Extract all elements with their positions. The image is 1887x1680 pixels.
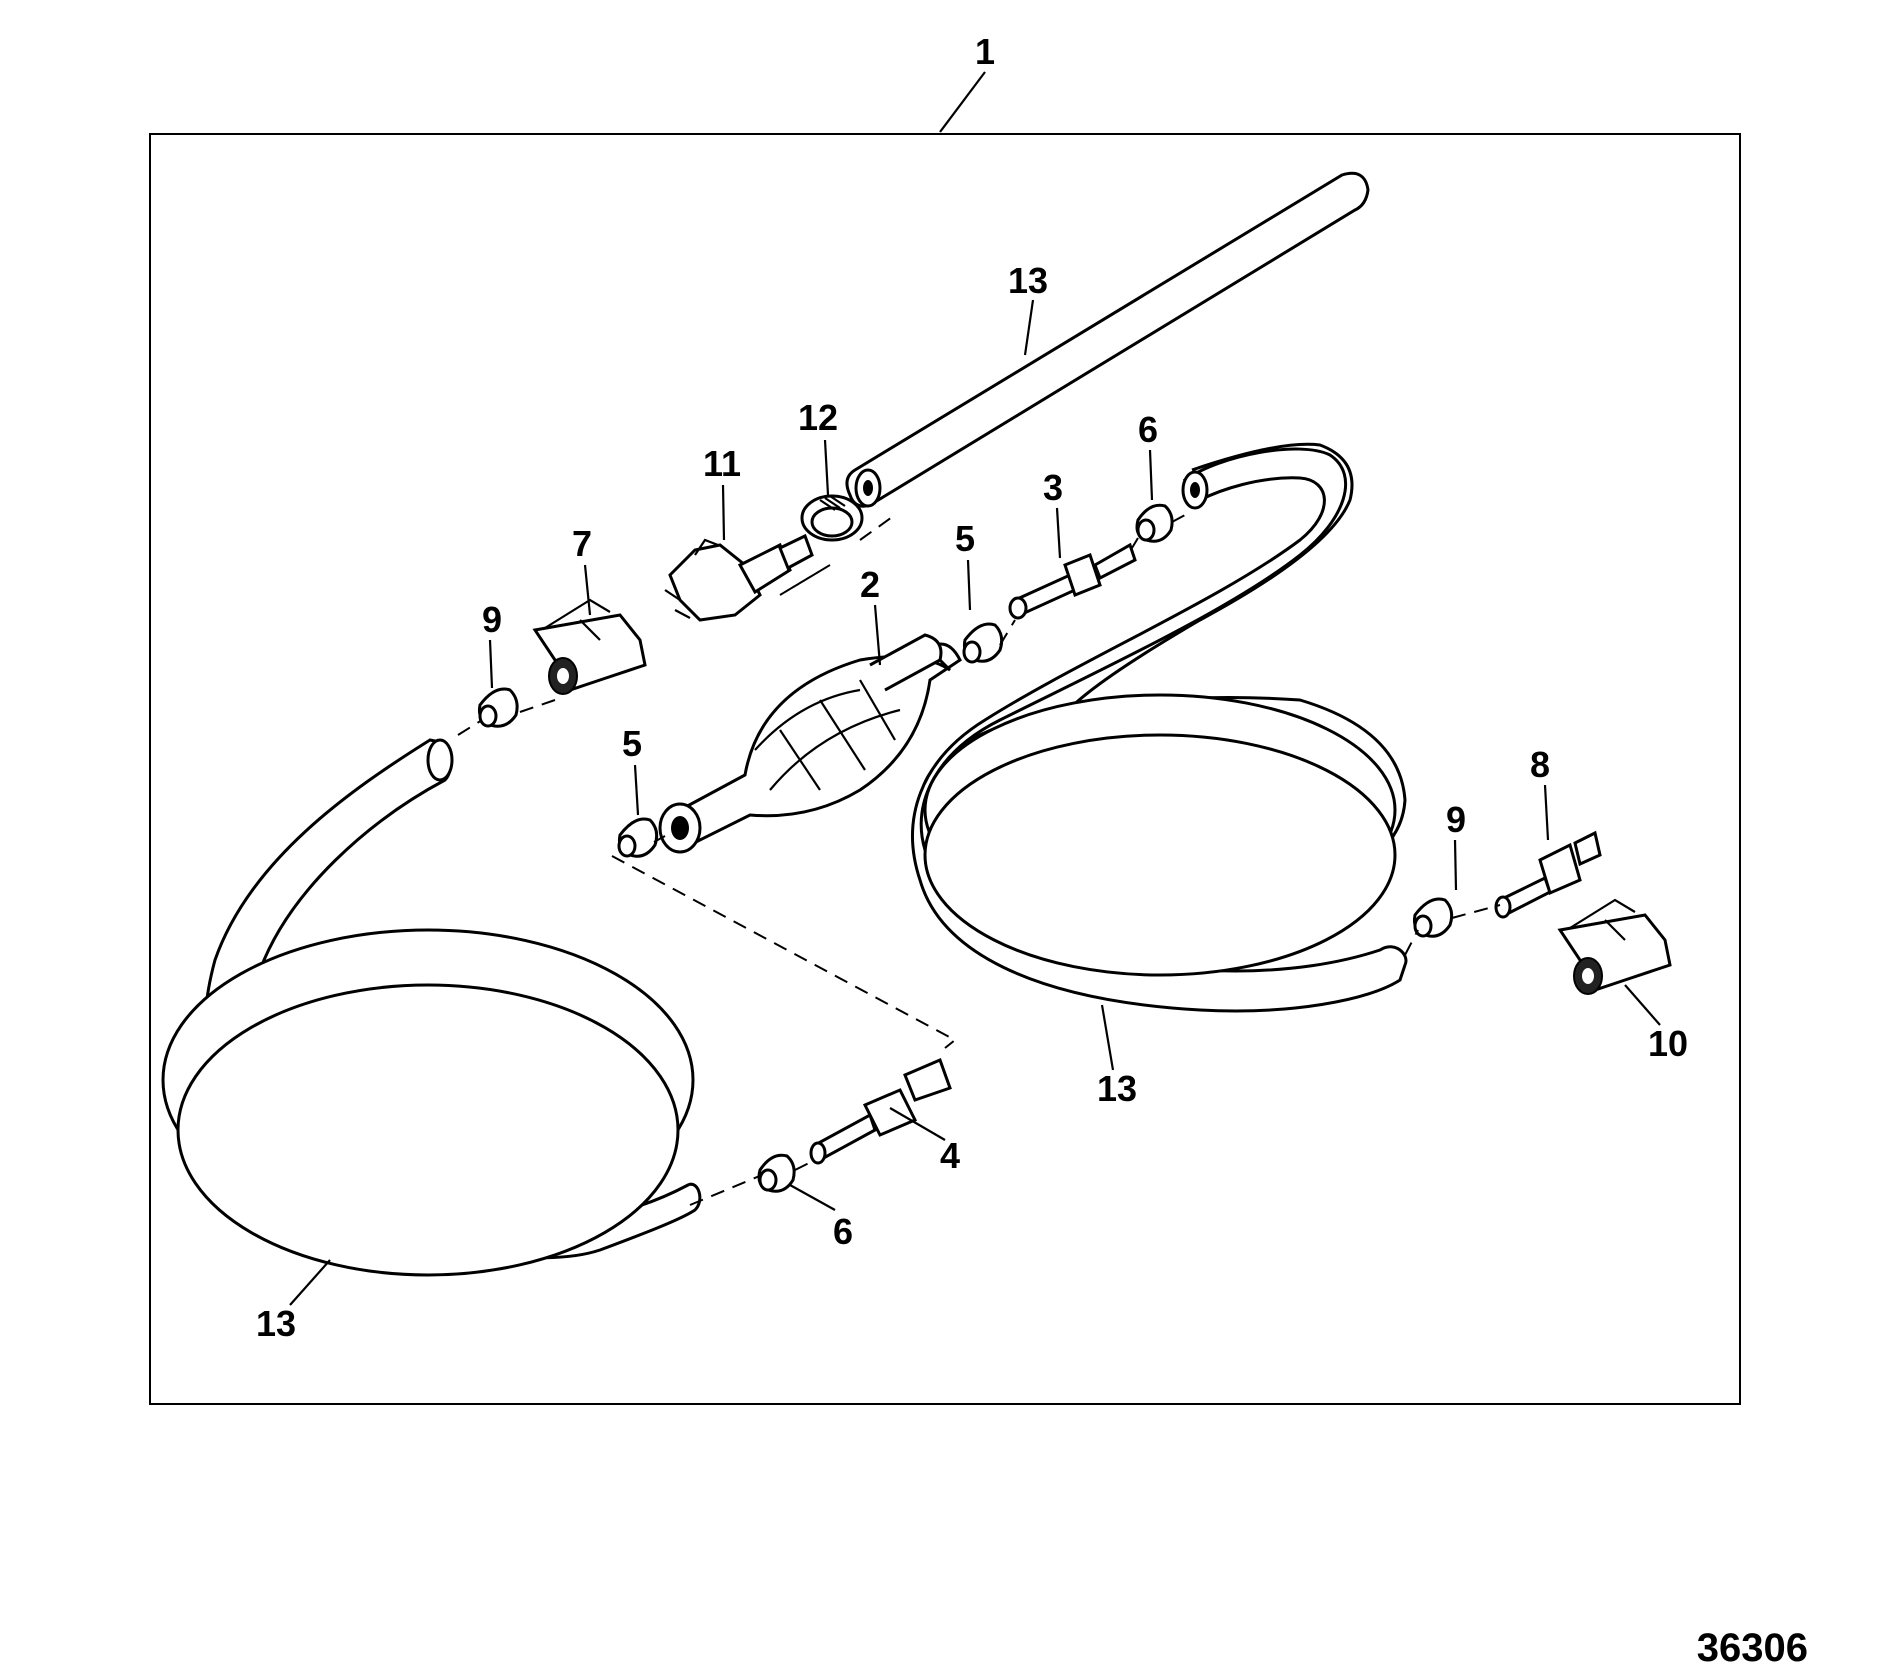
leader-line-5-top <box>966 559 972 611</box>
fitting-8 <box>1494 830 1602 919</box>
callout-13-left: 13 <box>256 1303 296 1344</box>
diagram-frame <box>149 133 1741 1405</box>
leader-line-9-right <box>1453 839 1458 891</box>
leader-line-11 <box>721 484 726 541</box>
leader-line-6-top <box>1148 449 1154 501</box>
callout-13-top: 13 <box>1008 260 1048 301</box>
primer-bulb <box>658 633 962 854</box>
callout-5-top: 5 <box>955 518 975 559</box>
callout-2: 2 <box>860 564 880 605</box>
leader-line-8 <box>1543 784 1550 841</box>
callout-4: 4 <box>940 1135 960 1176</box>
callout-6-bottom: 6 <box>833 1211 853 1252</box>
leader-line-13-top <box>1023 299 1035 356</box>
leader-line-5-bottom <box>633 764 640 816</box>
callout-5-bottom: 5 <box>622 723 642 764</box>
leader-line-12 <box>823 439 830 496</box>
leader-line-3 <box>1055 507 1062 559</box>
hose-coil-left-13 <box>161 738 702 1277</box>
figure-number: 36306 <box>1697 1626 1808 1670</box>
clamp-9-right <box>1413 897 1454 938</box>
callout-3: 3 <box>1043 467 1063 508</box>
callout-12: 12 <box>798 397 838 438</box>
leader-line-9-left <box>488 639 494 689</box>
leader-line-6-bottom <box>789 1184 836 1211</box>
callout-13-right: 13 <box>1097 1068 1137 1109</box>
hose-coil-right-13 <box>911 442 1408 1013</box>
fitting-4 <box>809 1057 952 1165</box>
callout-8: 8 <box>1530 744 1550 785</box>
callout-7: 7 <box>572 523 592 564</box>
leader-line-2 <box>873 604 882 666</box>
leader-line-7 <box>583 564 592 616</box>
clamp-6-top <box>1135 503 1174 543</box>
clamp-6-bottom <box>757 1153 796 1193</box>
leader-line-10 <box>1624 984 1661 1026</box>
callout-6-top: 6 <box>1138 409 1158 450</box>
callout-11: 11 <box>703 443 741 484</box>
callout-9-right: 9 <box>1446 799 1466 840</box>
leader-line-1 <box>939 71 986 133</box>
callout-10: 10 <box>1648 1023 1688 1064</box>
leader-line-13-left <box>289 1259 331 1306</box>
callout-9-left: 9 <box>482 599 502 640</box>
assembly-dashed-lines <box>457 514 1501 1206</box>
clamp-5-bottom <box>617 817 659 858</box>
clamp-9-left <box>478 687 519 728</box>
leader-line-13-right <box>1100 1004 1115 1071</box>
connector-10 <box>1557 898 1672 995</box>
hose-clamp-12 <box>800 494 864 542</box>
clamp-5-top <box>962 622 1004 664</box>
hose-straight-13 <box>845 171 1370 508</box>
valve-11 <box>664 533 814 622</box>
leader-line-4 <box>889 1107 946 1141</box>
fitting-3 <box>1008 542 1137 620</box>
callout-1: 1 <box>975 31 995 72</box>
connector-7 <box>532 598 647 695</box>
